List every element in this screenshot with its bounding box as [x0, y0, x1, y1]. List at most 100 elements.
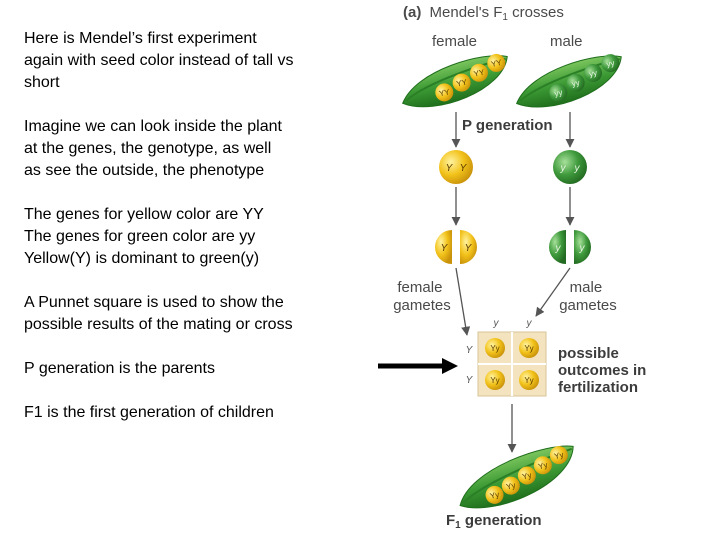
paragraph-5: P generation is the parents [24, 358, 354, 380]
punnett-col-header: y [493, 318, 500, 329]
title-suffix: crosses [508, 4, 564, 21]
pea-genotype: YY [490, 58, 503, 69]
pea-yellow [487, 53, 506, 72]
label-line: possible [558, 345, 619, 362]
slide-text: Here is Mendel’s first experiment again … [24, 28, 354, 446]
punnett-cell: Yy [485, 370, 505, 390]
allele-label: Y [446, 163, 454, 174]
pea-yellow [452, 73, 471, 92]
pea-yellow [435, 83, 454, 102]
label-line: gametes [393, 297, 451, 314]
f1-pea-pod: Yy Yy Yy Yy Yy [459, 445, 574, 509]
green-gametes: y y [549, 230, 591, 264]
male-gametes-label: male gametes [559, 279, 617, 314]
pea-yellow [485, 485, 504, 504]
paragraph-2: Imagine we can look inside the plant at … [24, 116, 354, 182]
f1-generation-label: F1 generation [446, 512, 542, 531]
f1-label-main: F [446, 512, 455, 529]
pea-genotype: Yy [553, 450, 564, 461]
pea-genotype: yy [571, 78, 581, 88]
yellow-gametes: Y Y [435, 230, 477, 264]
label-line: male [570, 279, 603, 296]
f1-label-suffix: generation [461, 512, 542, 529]
pea-genotype: YY [473, 68, 486, 79]
male-pea-pod: yy yy yy yy [516, 54, 622, 108]
punnett-cell: Yy [485, 338, 505, 358]
figure-title: (a) Mendel's F1 crosses [403, 4, 564, 23]
label-line: gametes [559, 297, 617, 314]
paragraph-1: Here is Mendel’s first experiment again … [24, 28, 354, 94]
male-label: male [550, 33, 583, 50]
arrow [535, 267, 571, 317]
pea-genotype: Yy [505, 481, 516, 492]
text-line: as see the outside, the phenotype [24, 162, 265, 179]
pea-genotype: YY [438, 87, 451, 98]
text-line: A Punnet square is used to show the [24, 294, 284, 311]
title-subscript: 1 [502, 12, 508, 23]
pea-green [601, 54, 620, 73]
text-line: The genes for green color are yy [24, 228, 256, 245]
female-pea-pod: YY YY YY YY [402, 53, 508, 108]
allele-label: Y [460, 163, 468, 174]
female-label: female [432, 33, 477, 50]
text-line: P generation is the parents [24, 360, 215, 377]
text-line: at the genes, the genotype, as well [24, 140, 272, 157]
pea-genotype: yy [554, 88, 564, 98]
punnett-cell: Yy [519, 370, 539, 390]
pea-genotype: YY [456, 77, 469, 88]
title-prefix: (a) [403, 4, 421, 21]
label-line: female [397, 279, 442, 296]
cell-genotype: Yy [490, 376, 499, 385]
f1-label-subscript: 1 [455, 520, 461, 531]
pea-genotype: Yy [489, 490, 500, 501]
allele-label: y [579, 243, 586, 254]
text-line: F1 is the first generation of children [24, 404, 274, 421]
punnett-cell: Yy [519, 338, 539, 358]
pea-yellow [517, 466, 536, 485]
label-line: outcomes in [558, 362, 646, 379]
cell-genotype: Yy [524, 376, 533, 385]
paragraph-3: The genes for yellow color are YY The ge… [24, 204, 354, 270]
allele-label: y [560, 163, 567, 174]
pea-genotype: yy [588, 68, 598, 78]
allele-label: Y [465, 243, 473, 254]
pea-genotype: yy [606, 58, 616, 68]
pea-yellow [533, 456, 552, 475]
text-line: Imagine we can look inside the plant [24, 118, 282, 135]
text-line: possible results of the mating or cross [24, 316, 293, 333]
pea-green [549, 83, 568, 102]
paragraph-4: A Punnet square is used to show the poss… [24, 292, 354, 336]
cell-genotype: Yy [524, 344, 533, 353]
text-line: The genes for yellow color are YY [24, 206, 264, 223]
punnett-square: y y Y Y Yy Yy Yy Yy [466, 318, 547, 397]
paragraph-6: F1 is the first generation of children [24, 402, 354, 424]
label-line: fertilization [558, 379, 638, 396]
pea-genotype: Yy [537, 460, 548, 471]
pea-green [566, 73, 585, 92]
title-main: Mendel's F [430, 4, 503, 21]
pea-genotype: Yy [521, 470, 532, 481]
pea-yellow [549, 446, 568, 465]
allele-label: y [574, 163, 581, 174]
pea-yellow [501, 476, 520, 495]
allele-label: y [555, 243, 562, 254]
female-gametes-label: female gametes [393, 279, 451, 314]
text-line: short [24, 74, 60, 91]
text-line: Here is Mendel’s first experiment [24, 30, 257, 47]
text-line: again with seed color instead of tall vs [24, 52, 294, 69]
text-line: Yellow(Y) is dominant to green(y) [24, 250, 260, 267]
punnett-row-header: Y [466, 375, 474, 386]
outcomes-label: possible outcomes in fertilization [558, 345, 651, 396]
pointer-arrow [378, 358, 458, 374]
cell-genotype: Yy [490, 344, 499, 353]
punnett-row-header: Y [466, 345, 474, 356]
parent-green-pea [553, 150, 587, 184]
punnett-col-header: y [526, 318, 533, 329]
allele-label: Y [441, 243, 449, 254]
parent-yellow-pea [439, 150, 473, 184]
p-generation-label: P generation [462, 117, 553, 134]
arrow [455, 267, 471, 336]
pea-green [583, 63, 602, 82]
pea-yellow [469, 63, 488, 82]
